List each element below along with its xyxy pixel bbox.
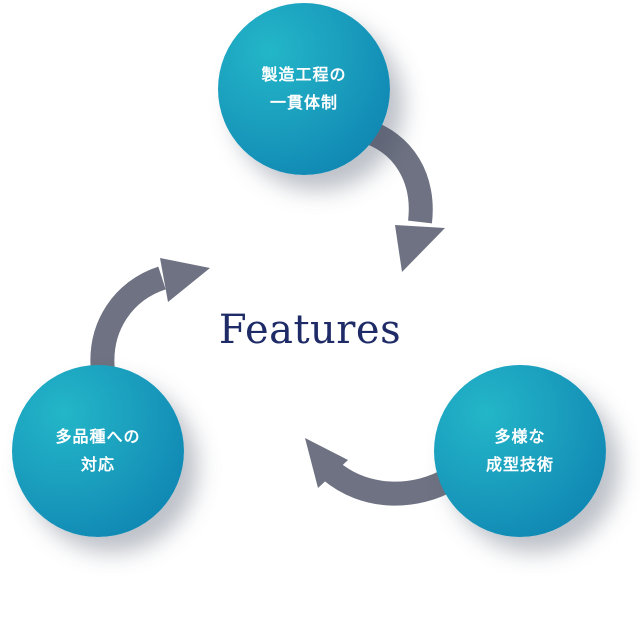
arrow-top-to-right [358, 118, 445, 272]
node-label-line: 製造工程の [261, 65, 347, 84]
node-label: 製造工程の 一貫体制 [261, 61, 346, 117]
node-label: 多様な 成型技術 [486, 423, 554, 479]
node-label-line: 一貫体制 [269, 93, 338, 112]
node-integrated-production: 製造工程の 一貫体制 [218, 3, 390, 175]
node-label-line: 多様な [494, 427, 546, 446]
node-label: 多品種への 対応 [55, 423, 140, 479]
node-molding-technology: 多様な 成型技術 [434, 365, 606, 537]
arrow-left-to-top [90, 258, 210, 374]
node-label-line: 対応 [80, 455, 115, 474]
diagram-title: Features [218, 307, 402, 353]
arrow-right-to-left [305, 438, 459, 506]
node-product-variety: 多品種への 対応 [12, 365, 184, 537]
node-label-line: 成型技術 [485, 455, 554, 474]
node-label-line: 多品種への [55, 427, 141, 446]
